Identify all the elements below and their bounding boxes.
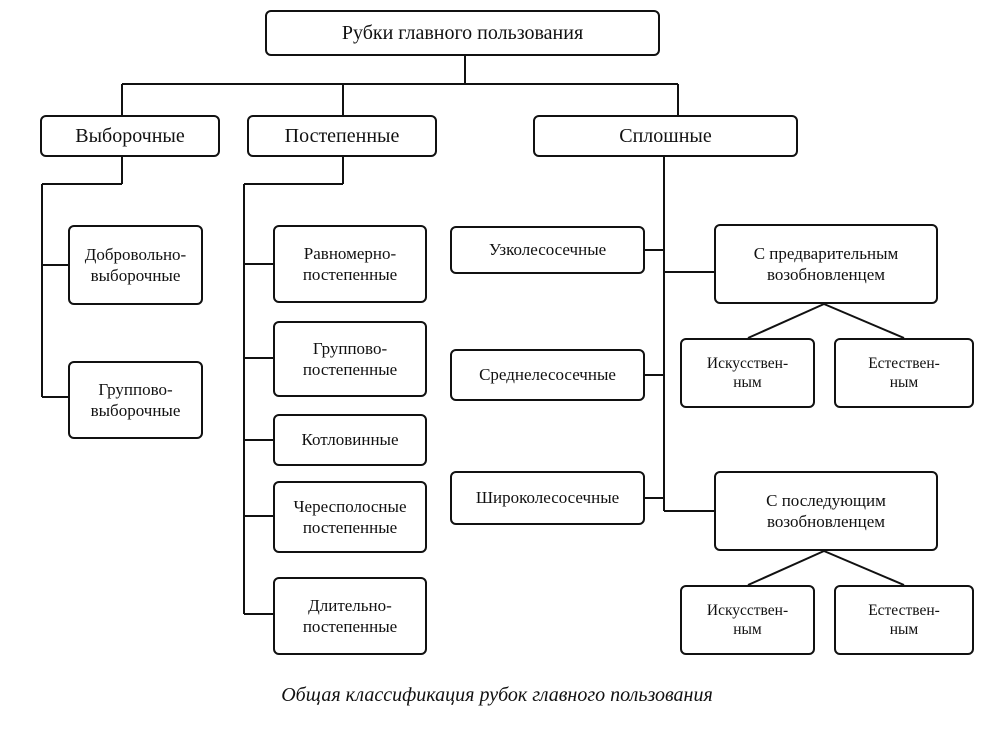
renewal-prior: С предварительным возобновленцем xyxy=(714,224,938,304)
gradual-item-strip: Чересполосные постепенные xyxy=(273,481,427,553)
renewal-subsequent-natural: Естествен- ным xyxy=(834,585,974,655)
gradual-item-group: Группово- постепенные xyxy=(273,321,427,397)
selective-item-group: Группово- выборочные xyxy=(68,361,203,439)
renewal-prior-artificial: Искусствен- ным xyxy=(680,338,815,408)
root-node: Рубки главного пользования xyxy=(265,10,660,56)
renewal-subsequent-artificial: Искусствен- ным xyxy=(680,585,815,655)
clear-medium: Среднелесосечные xyxy=(450,349,645,401)
group-selective: Выборочные xyxy=(40,115,220,157)
figure-caption: Общая классификация рубок главного польз… xyxy=(281,684,713,706)
renewal-subsequent: С последующим возобновленцем xyxy=(714,471,938,551)
clear-narrow: Узколесосечные xyxy=(450,226,645,274)
gradual-item-hollow: Котловинные xyxy=(273,414,427,466)
gradual-item-prolonged: Длительно- постепенные xyxy=(273,577,427,655)
selective-item-voluntary: Добровольно- выборочные xyxy=(68,225,203,305)
clear-wide: Широколесосечные xyxy=(450,471,645,525)
group-gradual: Постепенные xyxy=(247,115,437,157)
group-clear: Сплошные xyxy=(533,115,798,157)
renewal-prior-natural: Естествен- ным xyxy=(834,338,974,408)
gradual-item-uniform: Равномерно- постепенные xyxy=(273,225,427,303)
